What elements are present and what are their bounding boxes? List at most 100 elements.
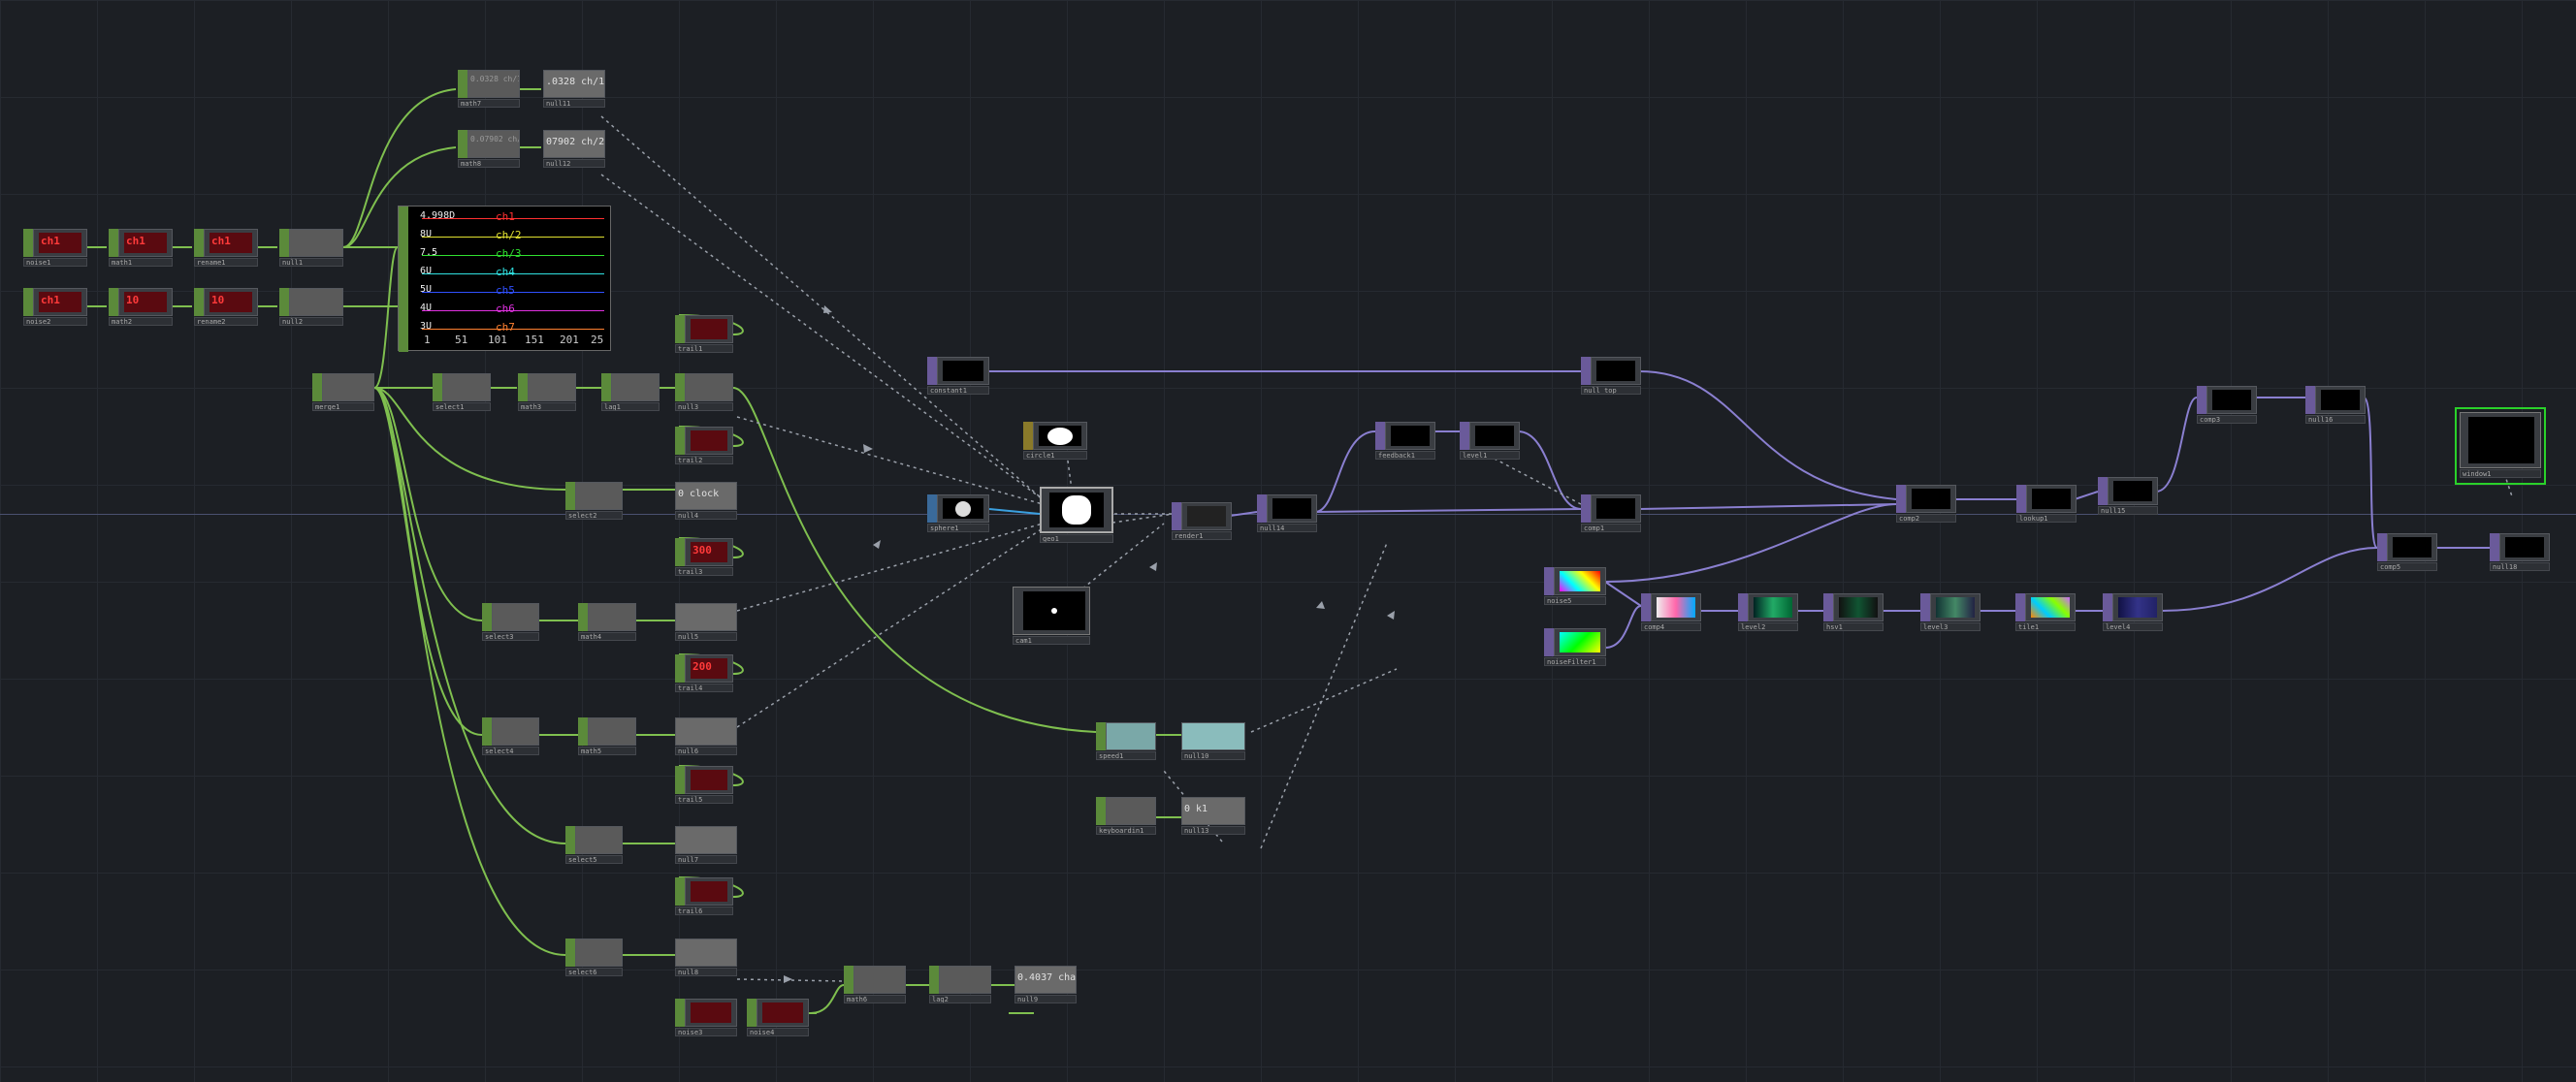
- comp2-node[interactable]: comp2: [1896, 485, 1956, 524]
- select3-node[interactable]: select3: [482, 603, 539, 642]
- merge1-node[interactable]: merge1: [312, 373, 374, 412]
- node-preview: [1936, 597, 1975, 618]
- wire: [736, 416, 1044, 505]
- level4-node[interactable]: level4: [2103, 593, 2163, 632]
- math8-node[interactable]: 0.07902 ch/2 math8: [458, 130, 520, 169]
- node-label: null11: [543, 99, 605, 108]
- null4-node[interactable]: 0 clock null4: [675, 482, 737, 521]
- wire: [1229, 511, 1258, 517]
- channel-label: ch7: [496, 321, 515, 334]
- select5-node[interactable]: select5: [565, 826, 623, 865]
- null10-node[interactable]: null10: [1181, 722, 1245, 761]
- noise3-node[interactable]: noise3: [675, 999, 737, 1037]
- node-strip: [109, 229, 118, 257]
- null5-node[interactable]: null5: [675, 603, 737, 642]
- comp4-node[interactable]: comp4: [1641, 593, 1701, 632]
- null6-node[interactable]: null6: [675, 717, 737, 756]
- node-label: select6: [565, 968, 623, 976]
- rename2-node[interactable]: 10 rename2: [194, 288, 258, 327]
- feedback1-node[interactable]: feedback1: [1375, 422, 1435, 461]
- node-label: lookup1: [2016, 514, 2077, 523]
- null12-node[interactable]: 07902 ch/2 null12: [543, 130, 605, 169]
- select1-node[interactable]: select1: [433, 373, 491, 412]
- null9-node[interactable]: 0.4037 chan1 null9: [1014, 966, 1077, 1004]
- select2-node[interactable]: select2: [565, 482, 623, 521]
- wire: [600, 174, 1044, 500]
- cam1-node[interactable]: cam1: [1013, 587, 1090, 647]
- hsv1-node[interactable]: hsv1: [1823, 593, 1884, 632]
- math1-node[interactable]: ch1 math1: [109, 229, 173, 268]
- node-label: keyboardin1: [1096, 826, 1156, 835]
- speed1-node[interactable]: speed1: [1096, 722, 1156, 761]
- trail-viewer[interactable]: 4.998D 8U 7.5 6U 5U 4U 3U ch1 ch/2 ch/3 …: [398, 206, 611, 352]
- math6-node[interactable]: math6: [844, 966, 906, 1004]
- constant1-node[interactable]: constant1: [927, 357, 989, 396]
- node-label: null13: [1181, 826, 1245, 835]
- node-strip: [1920, 593, 1930, 621]
- null3-node[interactable]: null3: [675, 373, 733, 412]
- null11-node[interactable]: .0328 ch/1 null11: [543, 70, 605, 109]
- trail4-node[interactable]: 200 trail4: [675, 654, 733, 693]
- wire: [600, 115, 1044, 500]
- noise1-node[interactable]: ch1 noise1: [23, 229, 87, 268]
- node-label: select2: [565, 511, 623, 520]
- node-strip: [1460, 422, 1469, 450]
- node-strip: [2305, 386, 2315, 414]
- trail6-node[interactable]: trail6: [675, 877, 733, 916]
- noise2-node[interactable]: ch1 noise2: [23, 288, 87, 327]
- node-strip: [675, 999, 685, 1027]
- null13-node[interactable]: 0 k1 null13: [1181, 797, 1245, 836]
- node-strip: [927, 494, 937, 523]
- noisefilter1-node[interactable]: noiseFilter1: [1544, 628, 1606, 667]
- comp5-node[interactable]: comp5: [2377, 533, 2437, 572]
- trail1-node[interactable]: trail1: [675, 315, 733, 354]
- math5-node[interactable]: math5: [578, 717, 636, 756]
- comp1-node[interactable]: comp1: [1581, 494, 1641, 533]
- trail2-node[interactable]: trail2: [675, 427, 733, 465]
- level1-node[interactable]: level1: [1460, 422, 1520, 461]
- node-label: lag2: [929, 995, 991, 1003]
- select4-node[interactable]: select4: [482, 717, 539, 756]
- render1-node[interactable]: render1: [1172, 502, 1232, 541]
- node-label: lag1: [601, 402, 660, 411]
- null8-node[interactable]: null8: [675, 939, 737, 977]
- null14-node[interactable]: null14: [1257, 494, 1317, 533]
- comp3-node[interactable]: comp3: [2197, 386, 2257, 425]
- node-label: trail6: [675, 907, 733, 915]
- lag1-node[interactable]: lag1: [601, 373, 660, 412]
- geo1-node[interactable]: geo1: [1040, 487, 1113, 545]
- trail3-node[interactable]: 300 trail3: [675, 538, 733, 577]
- null2-node[interactable]: null2: [279, 288, 343, 327]
- tile1-node[interactable]: tile1: [2015, 593, 2076, 632]
- node-strip: [747, 999, 757, 1027]
- noise5-node[interactable]: noise5: [1544, 567, 1606, 606]
- math2-node[interactable]: 10 math2: [109, 288, 173, 327]
- math4-node[interactable]: math4: [578, 603, 636, 642]
- node-label: level4: [2103, 622, 2163, 631]
- math3-node[interactable]: math3: [518, 373, 576, 412]
- level3-node[interactable]: level3: [1920, 593, 1980, 632]
- lookup1-node[interactable]: lookup1: [2016, 485, 2077, 524]
- null-top-node[interactable]: null_top: [1581, 357, 1641, 396]
- circle1-node[interactable]: circle1: [1023, 422, 1087, 461]
- null18-node[interactable]: null18: [2490, 533, 2550, 572]
- null1-node[interactable]: null1: [279, 229, 343, 268]
- keyboardin1-node[interactable]: keyboardin1: [1096, 797, 1156, 836]
- sphere1-node[interactable]: sphere1: [927, 494, 989, 533]
- lag2-node[interactable]: lag2: [929, 966, 991, 1004]
- level2-node[interactable]: level2: [1738, 593, 1798, 632]
- noise4-node[interactable]: noise4: [747, 999, 809, 1037]
- trail5-node[interactable]: trail5: [675, 766, 733, 805]
- null15-node[interactable]: null15: [2098, 477, 2158, 516]
- node-preview: [1657, 597, 1695, 618]
- math7-node[interactable]: 0.0328 ch/1 math7: [458, 70, 520, 109]
- tick-label: 25: [591, 334, 604, 346]
- window1-node[interactable]: window1: [2455, 407, 2546, 485]
- node-label: null14: [1257, 524, 1317, 532]
- null16-node[interactable]: null16: [2305, 386, 2366, 425]
- select6-node[interactable]: select6: [565, 939, 623, 977]
- node-label: select5: [565, 855, 623, 864]
- rename1-node[interactable]: ch1 rename1: [194, 229, 258, 268]
- null7-node[interactable]: null7: [675, 826, 737, 865]
